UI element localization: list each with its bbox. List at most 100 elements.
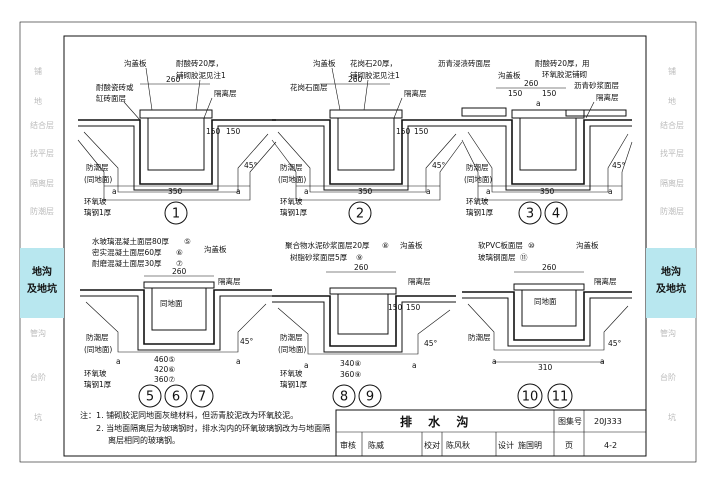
d34-150b: 150 <box>542 89 557 98</box>
title-block: 排 水 沟 图集号 20J333 审核 陈威 校对 陈风秋 设计 施国明 页 4… <box>335 409 647 457</box>
d567-epoxy1: 环氧玻 <box>84 368 107 378</box>
design-name: 施国明 <box>518 440 542 450</box>
d89-resin: 树脂砂浆面层5厚 <box>290 252 348 262</box>
side-right-7: 防潮层 <box>660 206 684 216</box>
detail-8-9: 聚合物水泥砂浆面层20厚 ⑧ 树脂砂浆面层5厚 ⑨ 沟盖板 260 隔离层 15… <box>272 240 456 408</box>
d2-d150b: 150 <box>414 127 429 136</box>
notes-title: 注： <box>80 410 96 420</box>
d2-cover-label: 沟盖板 <box>313 58 336 68</box>
side-left-0: 铺 <box>34 66 42 76</box>
d1011-frp: 玻璃钢面层 <box>478 252 516 262</box>
d89-moist1: 防潮层 <box>280 332 303 342</box>
d34-cover-label: 沟盖板 <box>498 70 521 80</box>
d567-dense60: 密实混凝土面层60厚 <box>92 247 162 257</box>
review-label: 审核 <box>340 440 356 450</box>
right-tab-line1: 地沟 <box>661 265 681 278</box>
d89-w360: 360⑨ <box>340 370 361 379</box>
d89-epoxy1: 环氧玻 <box>280 368 303 378</box>
notes-line1: 1. 铺砌胶泥同地面灰缝材料，但沥青胶泥改为环氧胶泥。 <box>96 410 298 420</box>
d1-d150a: 150 <box>206 127 221 136</box>
d1-moist2: (同地面) <box>84 174 112 184</box>
detail-3-4: 沥青浸渍砖面层 耐酸砖20厚，用 环氧胶泥铺砌 沟盖板 沥青砂浆面层 260 1… <box>438 58 633 225</box>
d567-moist1: 防潮层 <box>86 332 109 342</box>
d89-polymer: 聚合物水泥砂浆面层20厚 <box>285 240 370 250</box>
d89-d150b: 150 <box>406 303 421 312</box>
d1011-cover-label: 沟盖板 <box>576 240 599 250</box>
d2-cover-width: 260 <box>348 75 363 84</box>
d1-mat2-label: 缸砖面层 <box>96 93 126 103</box>
d1011-number-10: 10 <box>522 390 539 405</box>
d34-iso-label: 隔离层 <box>596 92 619 102</box>
side-right-5: 找平层 <box>660 148 684 158</box>
d89-d150a: 150 <box>388 303 403 312</box>
atlas-number: 20J333 <box>594 417 622 426</box>
right-section-tab[interactable] <box>646 248 696 318</box>
side-left-1: 地 <box>34 96 42 106</box>
d1011-number-11: 11 <box>552 390 569 405</box>
d567-number-7: 7 <box>198 390 206 405</box>
d567-w420: 420⑥ <box>154 365 175 374</box>
d1011-slope: 45° <box>608 339 622 348</box>
side-left-4: 结合层 <box>30 120 54 130</box>
d567-slope: 45° <box>240 337 254 346</box>
d89-cover-label: 沟盖板 <box>400 240 423 250</box>
d2-slope: 45° <box>432 161 446 170</box>
side-right-9: 台阶 <box>660 372 676 382</box>
d1-cover-width: 260 <box>166 75 181 84</box>
side-left-6: 隔离层 <box>30 178 54 188</box>
d567-w360: 360⑦ <box>154 375 175 384</box>
d34-number-4: 4 <box>552 207 560 222</box>
d1-number: 1 <box>172 207 180 222</box>
d2-d150a: 150 <box>396 127 411 136</box>
detail-5-6-7: 水玻璃混凝土面层80厚 ⑤ 密实混凝土面层60厚 ⑥ 耐磨混凝土面层30厚 ⑦ … <box>80 236 272 408</box>
d1011-moist: 防潮层 <box>468 332 491 342</box>
d34-a1: a <box>486 187 491 196</box>
side-left-5: 找平层 <box>30 148 54 158</box>
side-right-8: 管沟 <box>660 328 676 338</box>
d34-150a: 150 <box>508 89 523 98</box>
d1-epoxy2: 璃钢1厚 <box>84 207 112 217</box>
d34-number-3: 3 <box>526 207 534 222</box>
left-section-tab[interactable] <box>20 248 64 318</box>
design-label: 设计 <box>498 440 514 450</box>
d2-mat-label: 花岗石面层 <box>290 82 328 92</box>
d34-width: 350 <box>540 187 555 196</box>
d1011-a1: a <box>492 357 497 366</box>
d567-hard30-no: ⑦ <box>176 259 183 268</box>
side-left-8: 管沟 <box>30 328 46 338</box>
d567-dense60-no: ⑥ <box>176 248 183 257</box>
detail-1: 沟盖板 耐酸砖20厚， 铺砌胶泥见注1 耐酸瓷砖或 缸砖面层 260 隔离层 1… <box>77 58 277 225</box>
d1-acid-label: 耐酸砖20厚， <box>176 58 223 68</box>
d2-moist1: 防潮层 <box>280 162 303 172</box>
d2-granite-label: 花岗石20厚， <box>350 58 397 68</box>
notes-block: 注： 1. 铺砌胶泥同地面灰缝材料，但沥青胶泥改为环氧胶泥。 2. 当地面隔离层… <box>80 410 330 445</box>
d89-a1: a <box>304 361 309 370</box>
d1-a2: a <box>236 187 241 196</box>
d1-cover-label: 沟盖板 <box>124 58 147 68</box>
left-tab-line2: 及地坑 <box>27 282 57 295</box>
check-name: 陈风秋 <box>446 440 470 450</box>
d567-hard30: 耐磨混凝土面层30厚 <box>92 258 162 268</box>
d1011-cover-width: 260 <box>542 263 557 272</box>
d2-a1: a <box>304 187 309 196</box>
d34-slope: 45° <box>612 161 626 170</box>
d1011-pvc-no: ⑩ <box>528 241 535 250</box>
d2-moist2: (同地面) <box>278 174 306 184</box>
d2-paving-label: 铺砌胶泥见注1 <box>350 70 400 80</box>
side-right-4: 结合层 <box>660 120 684 130</box>
right-tab-line2: 及地坑 <box>656 282 686 295</box>
check-label: 校对 <box>424 440 440 450</box>
d34-mortar-label: 沥青砂浆面层 <box>574 80 619 90</box>
detail-10-11: 软PVC板面层 ⑩ 玻璃钢面层 ⑪ 沟盖板 260 隔离层 同地面 防潮层 45… <box>462 240 632 409</box>
d1-moist1: 防潮层 <box>86 162 109 172</box>
d34-epoxy-paving-label: 环氧胶泥铺砌 <box>542 69 587 79</box>
d2-epoxy1: 环氧玻 <box>280 196 303 206</box>
d567-epoxy2: 璃钢1厚 <box>84 379 112 389</box>
page-label: 页 <box>565 441 573 450</box>
d89-w340: 340⑧ <box>340 359 361 368</box>
d1-epoxy1: 环氧玻 <box>84 196 107 206</box>
side-right-0: 铺 <box>668 66 676 76</box>
side-left-9: 台阶 <box>30 372 46 382</box>
notes-line2: 2. 当地面隔离层为玻璃钢时，排水沟内的环氧玻璃钢改为与地面隔 <box>96 423 330 433</box>
